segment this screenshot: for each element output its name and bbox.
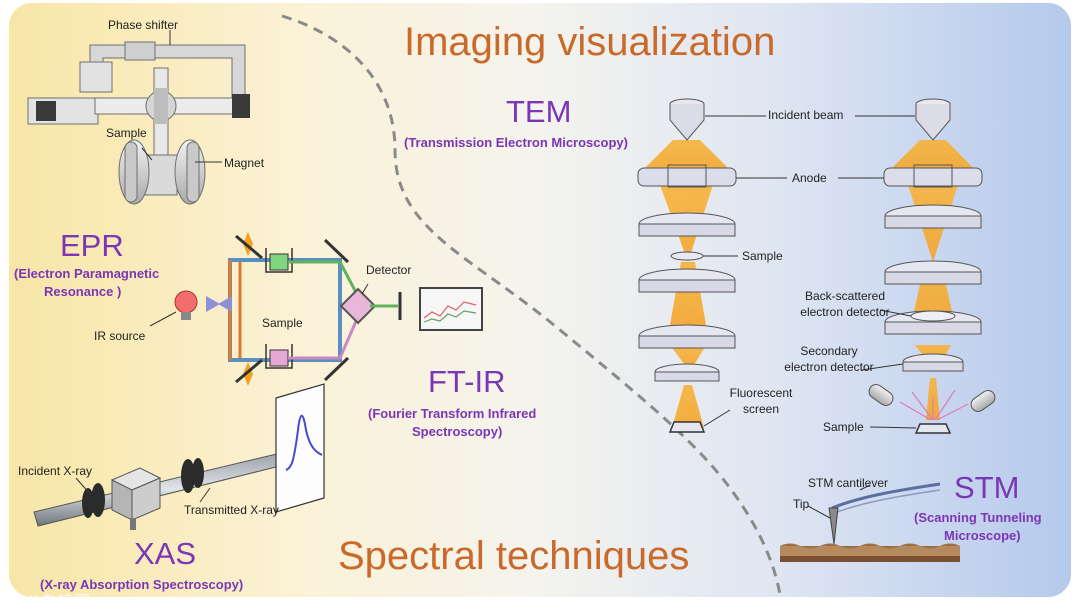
label-sem-sample: Sample [823, 420, 864, 434]
label-phase-shifter: Phase shifter [108, 18, 179, 32]
ftir-acronym: FT-IR [428, 364, 506, 399]
label-ftir-sample: Sample [262, 316, 303, 330]
xas-apparatus [33, 383, 325, 530]
label-epr-sample: Sample [106, 126, 147, 140]
label-transmitted-xray: Transmitted X-ray [184, 503, 279, 517]
label-tem-sample: Sample [742, 249, 783, 263]
heading-imaging-visualization: Imaging visualization [404, 20, 776, 64]
ftir-full-name-line2: Spectroscopy) [412, 424, 503, 439]
section-divider [281, 14, 782, 596]
label-backscattered-detector-line2: electron detector [800, 305, 890, 319]
label-detector: Detector [366, 263, 412, 277]
stm-full-name-line1: (Scanning Tunneling [914, 510, 1042, 525]
ftir-apparatus [149, 232, 483, 386]
label-incident-xray: Incident X-ray [18, 464, 93, 478]
label-incident-beam: Incident beam [768, 108, 844, 122]
stm-full-name-line2: Microscope) [944, 528, 1021, 543]
heading-spectral-techniques: Spectral techniques [338, 534, 690, 578]
epr-full-name-line1: (Electron Paramagnetic [14, 266, 160, 281]
epr-apparatus [27, 30, 250, 205]
tem-acronym: TEM [506, 94, 572, 129]
label-stm-cantilever: STM cantilever [808, 476, 889, 490]
sem-column [838, 98, 996, 434]
label-fluorescent-screen-line1: Fluorescent [729, 386, 793, 400]
ftir-full-name-line1: (Fourier Transform Infrared [368, 406, 537, 421]
xas-full-name: (X-ray Absorption Spectroscopy) [40, 577, 244, 592]
label-magnet: Magnet [224, 156, 265, 170]
epr-full-name-line2: Resonance ) [44, 284, 122, 299]
tem-full-name: (Transmission Electron Microscopy) [404, 135, 628, 150]
tem-column [637, 98, 787, 433]
label-backscattered-detector-line1: Back-scattered [804, 289, 886, 303]
epr-acronym: EPR [60, 228, 124, 263]
label-anode: Anode [792, 171, 827, 185]
background-panel [8, 2, 1072, 598]
xas-acronym: XAS [134, 536, 197, 571]
label-secondary-detector-line2: electron detector [784, 360, 874, 374]
label-fluorescent-screen-line2: screen [742, 402, 780, 416]
label-secondary-detector-line1: Secondary [800, 344, 858, 358]
label-ir-source: IR source [94, 329, 146, 343]
watermark: 八数锦冥 [26, 592, 91, 611]
label-tip: Tip [793, 497, 810, 511]
stm-acronym: STM [954, 470, 1020, 505]
stm-apparatus [780, 482, 960, 562]
